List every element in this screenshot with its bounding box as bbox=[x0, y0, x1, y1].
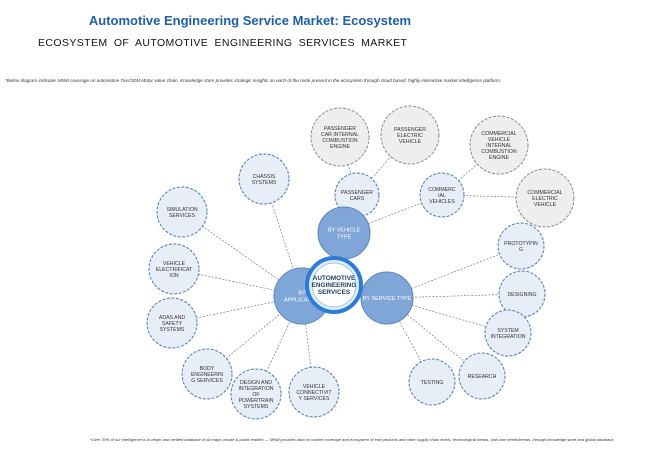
page-subtitle: ECOSYSTEM OF AUTOMOTIVE ENGINEERING SERV… bbox=[38, 37, 408, 49]
hub-service-type: BY SERVICE TYPE bbox=[360, 271, 414, 325]
service-type-node: TESTING bbox=[408, 358, 456, 406]
node-label: RESEARCH bbox=[468, 374, 497, 380]
service-type-node: RESEARCH bbox=[458, 352, 506, 400]
page-title: Automotive Engineering Service Market: E… bbox=[88, 13, 412, 28]
node-label: TESTING bbox=[421, 380, 443, 386]
node-label: BY SERVICE TYPE bbox=[363, 296, 412, 302]
service-type-node: DESIGNING bbox=[498, 270, 546, 318]
node-label: DESIGNING bbox=[507, 292, 536, 298]
footnote: *Over 70% of our intelligence is in-dept… bbox=[90, 437, 615, 442]
intro-note: *Below diagram indicates MNM coverage on… bbox=[5, 78, 502, 83]
